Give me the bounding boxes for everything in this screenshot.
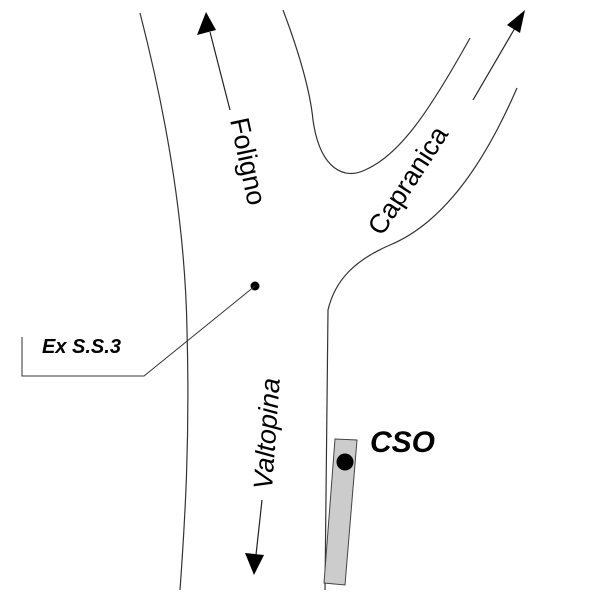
label-foligno: Foligno (224, 115, 272, 208)
label-cso: CSO (370, 426, 435, 459)
road-edge-junction (282, 9, 471, 175)
cso-structure (323, 438, 358, 586)
valtopina-arrow-line (255, 499, 263, 556)
cso-point-icon (336, 453, 354, 471)
road-edge-left (139, 12, 189, 591)
valtopina-arrow-head-icon (245, 553, 264, 575)
label-capranica: Capranica (362, 120, 455, 240)
capranica-arrow-line (472, 27, 516, 101)
label-valtopina: Valtopina (248, 377, 286, 490)
label-ex-ss3: Ex S.S.3 (42, 336, 121, 358)
ex-ss3-leader-line (21, 285, 256, 377)
foligno-arrow-line (209, 31, 231, 111)
capranica-arrow-head-icon (507, 10, 525, 33)
foligno-arrow-head-icon (197, 12, 216, 35)
road-edge-right (324, 87, 518, 591)
